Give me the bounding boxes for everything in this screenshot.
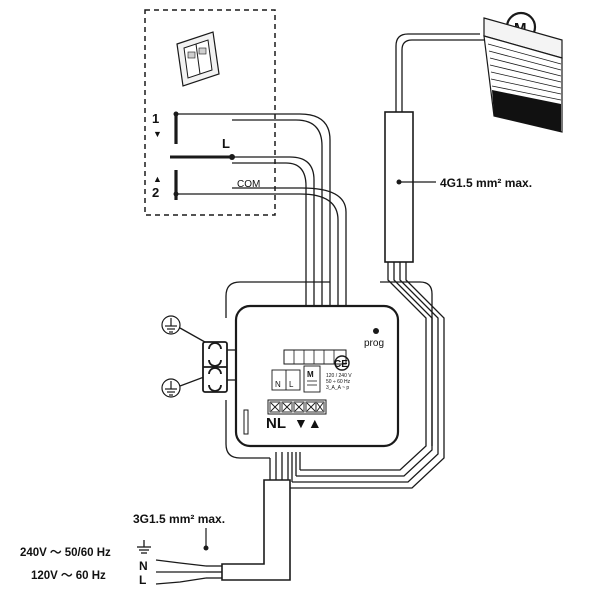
- ground-icon-top: [161, 315, 181, 335]
- voltage-240-label: 240V ～ 50/60 Hz: [20, 547, 111, 559]
- supply-cable-sheath: [221, 479, 291, 581]
- legend-m: M: [307, 370, 314, 379]
- ground-connections: [161, 315, 236, 398]
- legend-n: N: [275, 380, 281, 389]
- prog-label: prog: [364, 338, 384, 349]
- control-module: prog CE N L M 120 / 240 V 50 ÷ 60 Hz 3_A…: [234, 304, 400, 448]
- wire-l-label: L: [139, 573, 146, 587]
- shutter-dark-panel: [492, 90, 561, 132]
- motor-cable-sheath: [384, 111, 414, 263]
- shutter-slats: [487, 43, 562, 101]
- ground-icon-bottom: [161, 378, 181, 398]
- contact-2-arrow: ▲: [153, 174, 162, 184]
- com-label: COM: [237, 179, 260, 190]
- motor-shutter: M: [483, 11, 563, 133]
- contact-2-label: 2: [152, 185, 159, 200]
- common-l-label: L: [222, 136, 230, 151]
- ce-mark: CE: [334, 359, 348, 370]
- motor-cable-label: 4G1.5 mm² max.: [440, 176, 532, 190]
- voltage-120-label: 120V ～ 60 Hz: [31, 570, 106, 582]
- supply-cable: 3G1.5 mm² max. 240V ～ 50/60 Hz 120V ～ 60…: [20, 452, 291, 587]
- wall-switch-icon: [176, 31, 220, 87]
- supply-cable-label: 3G1.5 mm² max.: [133, 512, 225, 526]
- terminal-labels: NL: [266, 415, 286, 432]
- spec-frequency: 50 ÷ 60 Hz: [326, 379, 351, 385]
- legend-l: L: [289, 380, 294, 389]
- terminal-arrows: ▼▲: [294, 415, 322, 431]
- spec-rating: 3_A_A ~ p: [326, 385, 349, 391]
- contact-1-arrow: ▼: [153, 129, 162, 139]
- screw-terminals: [267, 399, 327, 415]
- contact-1-label: 1: [152, 111, 159, 126]
- switch-box: 1 ▼ ▲ 2 L COM: [144, 9, 276, 216]
- junction-box: [225, 281, 433, 459]
- motor-cable: 4G1.5 mm² max.: [287, 33, 532, 489]
- spec-voltage: 120 / 240 V: [326, 373, 352, 379]
- ground-connector: [202, 341, 228, 393]
- wire-n-label: N: [139, 559, 148, 573]
- prog-button[interactable]: [373, 328, 379, 334]
- ground-icon-supply: [137, 540, 151, 554]
